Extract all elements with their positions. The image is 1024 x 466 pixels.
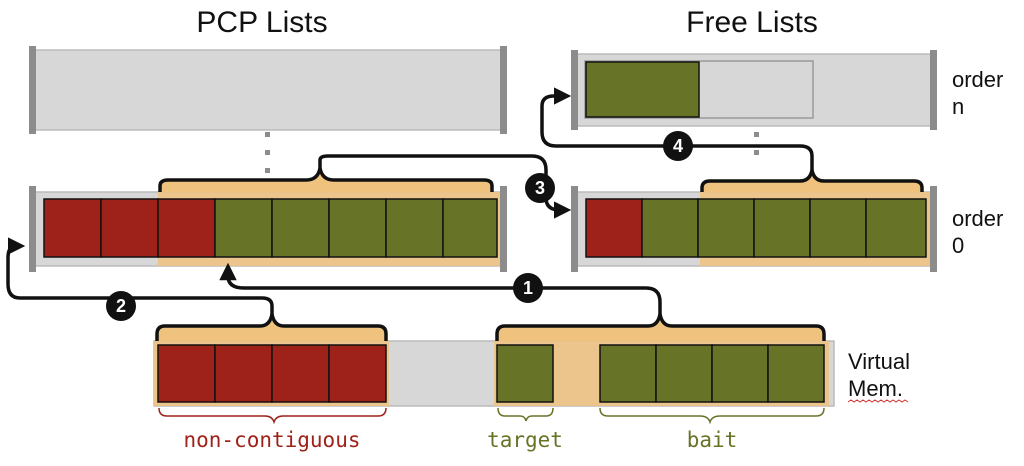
wavy-underline-icon: [847, 399, 909, 403]
step-badge-2: 2: [106, 291, 136, 321]
mem-label-line2: Mem.: [848, 376, 903, 401]
order-0-label-line1: order: [952, 206, 1003, 231]
step-number: 1: [523, 278, 533, 298]
target-underbrace-icon: [497, 407, 554, 422]
vmem-right-brace: [495, 313, 826, 341]
pcp-page-6: [328, 198, 387, 258]
step-number: 4: [673, 136, 683, 156]
step-badge-4: 4: [663, 131, 693, 161]
free-list-order-n: [571, 50, 937, 130]
vmem-page-4: [328, 344, 387, 403]
step-number: 2: [116, 296, 126, 316]
free-page-3: [697, 198, 755, 258]
free-page-2: [641, 198, 699, 258]
pcp-page-7: [385, 198, 444, 258]
arrow-2: [6, 237, 274, 314]
pcp-page-4: [214, 198, 273, 258]
vmem-bait-page-2: [655, 344, 713, 403]
free-page-5: [809, 198, 867, 258]
pcp-lists-heading: PCP Lists: [196, 6, 327, 39]
vmem-bait-page-4: [767, 344, 825, 403]
step-number: 3: [535, 178, 545, 198]
arrow-1: [219, 262, 662, 314]
free-block-order-n: [585, 61, 700, 118]
pcp-page-2: [100, 198, 159, 258]
arrow-3: [318, 154, 572, 219]
pcp-page-5: [271, 198, 330, 258]
vmem-bait-page-3: [711, 344, 769, 403]
pcp-list-order-0: [29, 186, 507, 272]
free-page-1: [585, 198, 643, 258]
vmem-page-1: [157, 344, 216, 403]
virtual-label-line1: Virtual: [848, 349, 910, 374]
vmem-bait-page-1: [599, 344, 657, 403]
free-lists-heading: Free Lists: [686, 6, 818, 39]
vmem-target-page: [496, 344, 554, 403]
order-0-label-line2: 0: [952, 233, 964, 258]
vmem-left-brace: [155, 313, 388, 341]
virtual-memory-row: [153, 340, 835, 407]
step-badge-3: 3: [525, 173, 555, 203]
free-list-order-0: [571, 186, 937, 272]
free-page-6: [865, 198, 927, 258]
vertical-ellipsis-icon: [754, 132, 759, 155]
order-n-label-line1: order: [952, 67, 1003, 92]
pcp-brace: [158, 167, 494, 192]
pcp-page-3: [157, 198, 216, 258]
pcp-page-8: [442, 198, 498, 258]
free-brace: [700, 169, 924, 192]
vmem-page-2: [214, 344, 273, 403]
bait-label: bait: [687, 428, 738, 452]
pcp-list-top: [29, 46, 507, 134]
bait-underbrace-icon: [599, 407, 825, 425]
order-n-label-line2: n: [952, 94, 964, 119]
noncontig-underbrace-icon: [158, 407, 387, 425]
pcp-page-1: [43, 198, 102, 258]
noncontiguous-label: non-contiguous: [183, 428, 360, 452]
target-label: target: [487, 428, 563, 452]
free-page-4: [753, 198, 811, 258]
arrow-4: [540, 87, 814, 170]
vmem-page-3: [271, 344, 330, 403]
step-badge-1: 1: [513, 273, 543, 303]
